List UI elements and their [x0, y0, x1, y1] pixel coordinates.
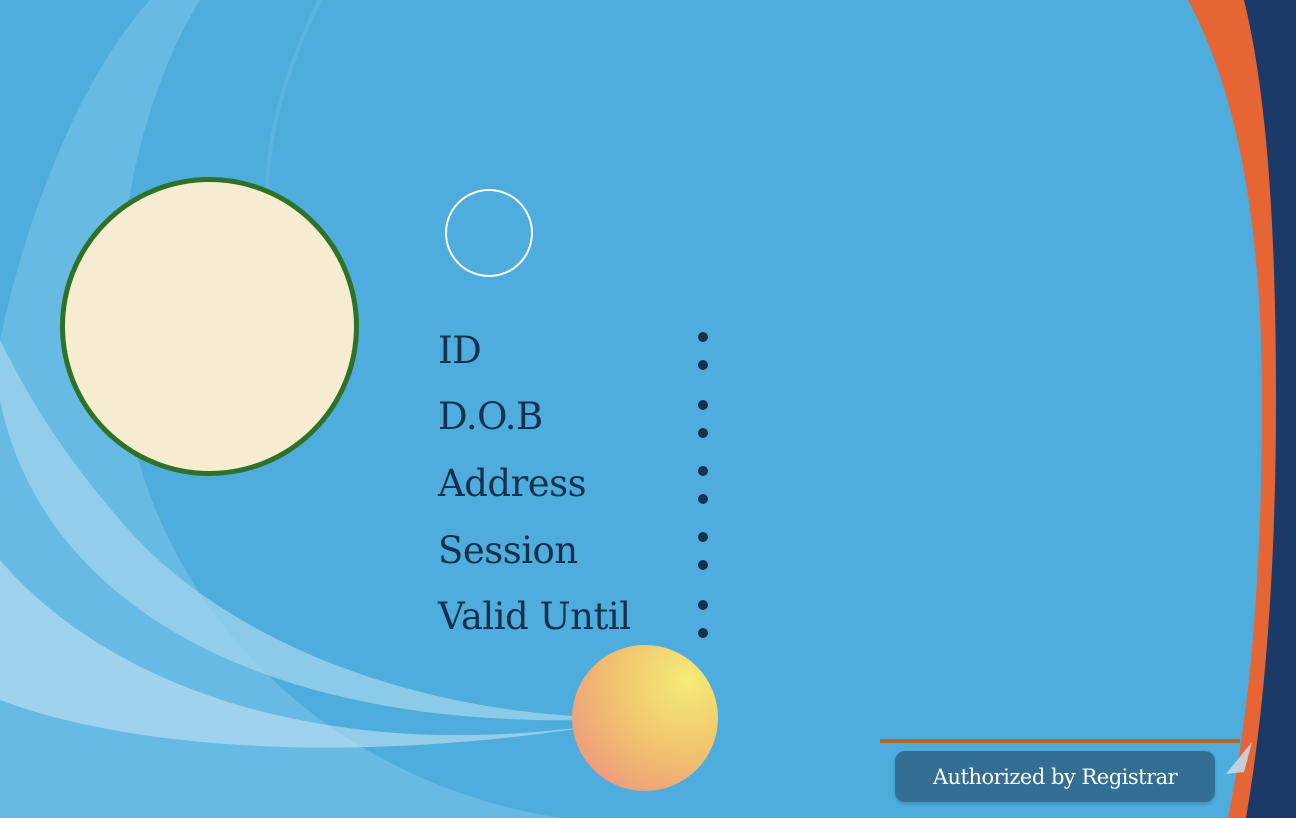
- qr-placeholder-icon: [445, 189, 533, 277]
- field-colon: [696, 466, 708, 504]
- field-label-valid-until: Valid Until: [438, 595, 631, 638]
- authorized-badge: Authorized by Registrar: [895, 751, 1215, 802]
- field-label-session: Session: [438, 529, 578, 572]
- right-edge-navy: [1244, 0, 1296, 818]
- seal-icon: [572, 645, 718, 791]
- field-label-dob: D.O.B: [438, 395, 543, 438]
- authorized-label: Authorized by Registrar: [932, 764, 1178, 789]
- send-icon: [1226, 742, 1252, 774]
- right-edge-orange: [1188, 0, 1296, 818]
- signature-line: [880, 739, 1240, 743]
- field-colon: [696, 400, 708, 438]
- photo-placeholder-icon: [60, 177, 359, 476]
- background-swoosh-mid: [0, 560, 640, 748]
- field-colon: [696, 532, 708, 570]
- field-colon: [696, 332, 708, 370]
- background-swoosh-inner: [0, 340, 640, 721]
- field-label-address: Address: [438, 462, 587, 505]
- field-colon: [696, 600, 708, 638]
- background-swoosh-outer: [0, 0, 560, 818]
- field-label-id: ID: [438, 329, 482, 372]
